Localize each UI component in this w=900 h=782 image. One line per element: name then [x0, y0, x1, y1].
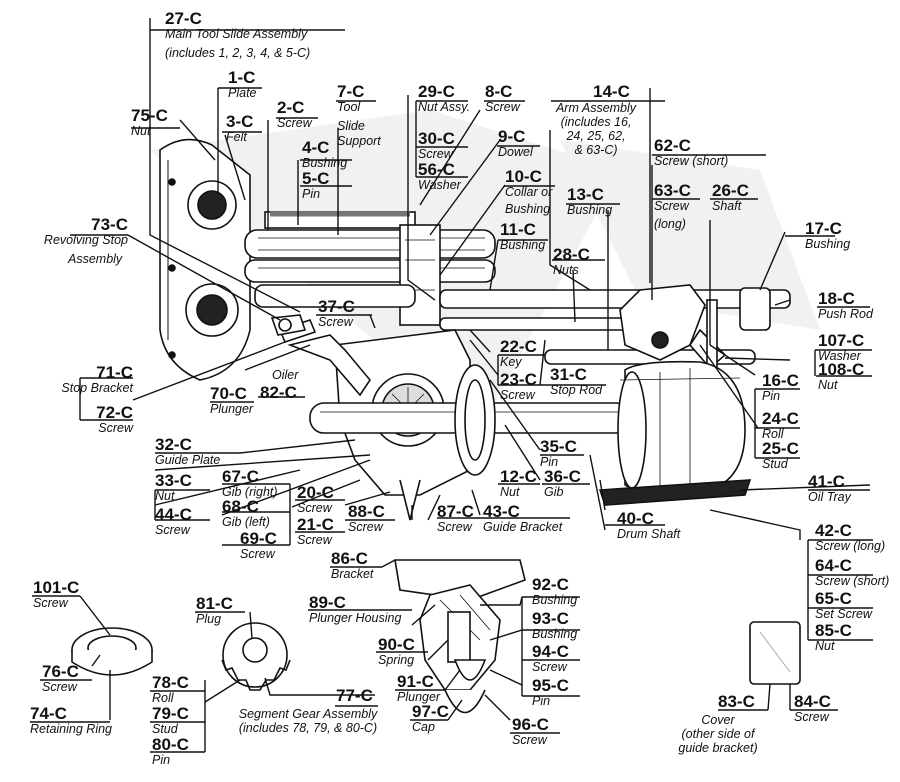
- label-63c-line2: (long): [654, 217, 686, 231]
- label-7c-line2: Slide: [337, 119, 365, 133]
- guide-plate: [287, 334, 371, 397]
- machine-body: [71, 138, 801, 714]
- label-77c-desc: Segment Gear Assembly(includes 78, 79, &…: [238, 707, 378, 735]
- label-14c-desc: Arm Assembly(includes 16,24, 25, 62,& 63…: [555, 101, 637, 157]
- push-rod: [439, 289, 791, 309]
- arm-assembly: [619, 284, 706, 361]
- label-77c: 77-C: [336, 686, 373, 705]
- plunger-housing-lower: [394, 559, 526, 601]
- tool-slide-support: [399, 224, 441, 326]
- label-10c-line2: Bushing: [505, 202, 551, 216]
- plunger-cap: [444, 689, 486, 714]
- label-27c-includes: (includes 1, 2, 3, 4, & 5-C): [165, 46, 311, 60]
- label-7c-line3: Support: [337, 134, 381, 148]
- leader-lines: [79, 18, 871, 721]
- label-14c: 14-C: [593, 82, 630, 101]
- cover-plate: [749, 621, 801, 685]
- label-83c: 83-C: [718, 692, 755, 711]
- label-rules: [30, 29, 873, 753]
- label-73c-line2: Assembly: [68, 252, 123, 266]
